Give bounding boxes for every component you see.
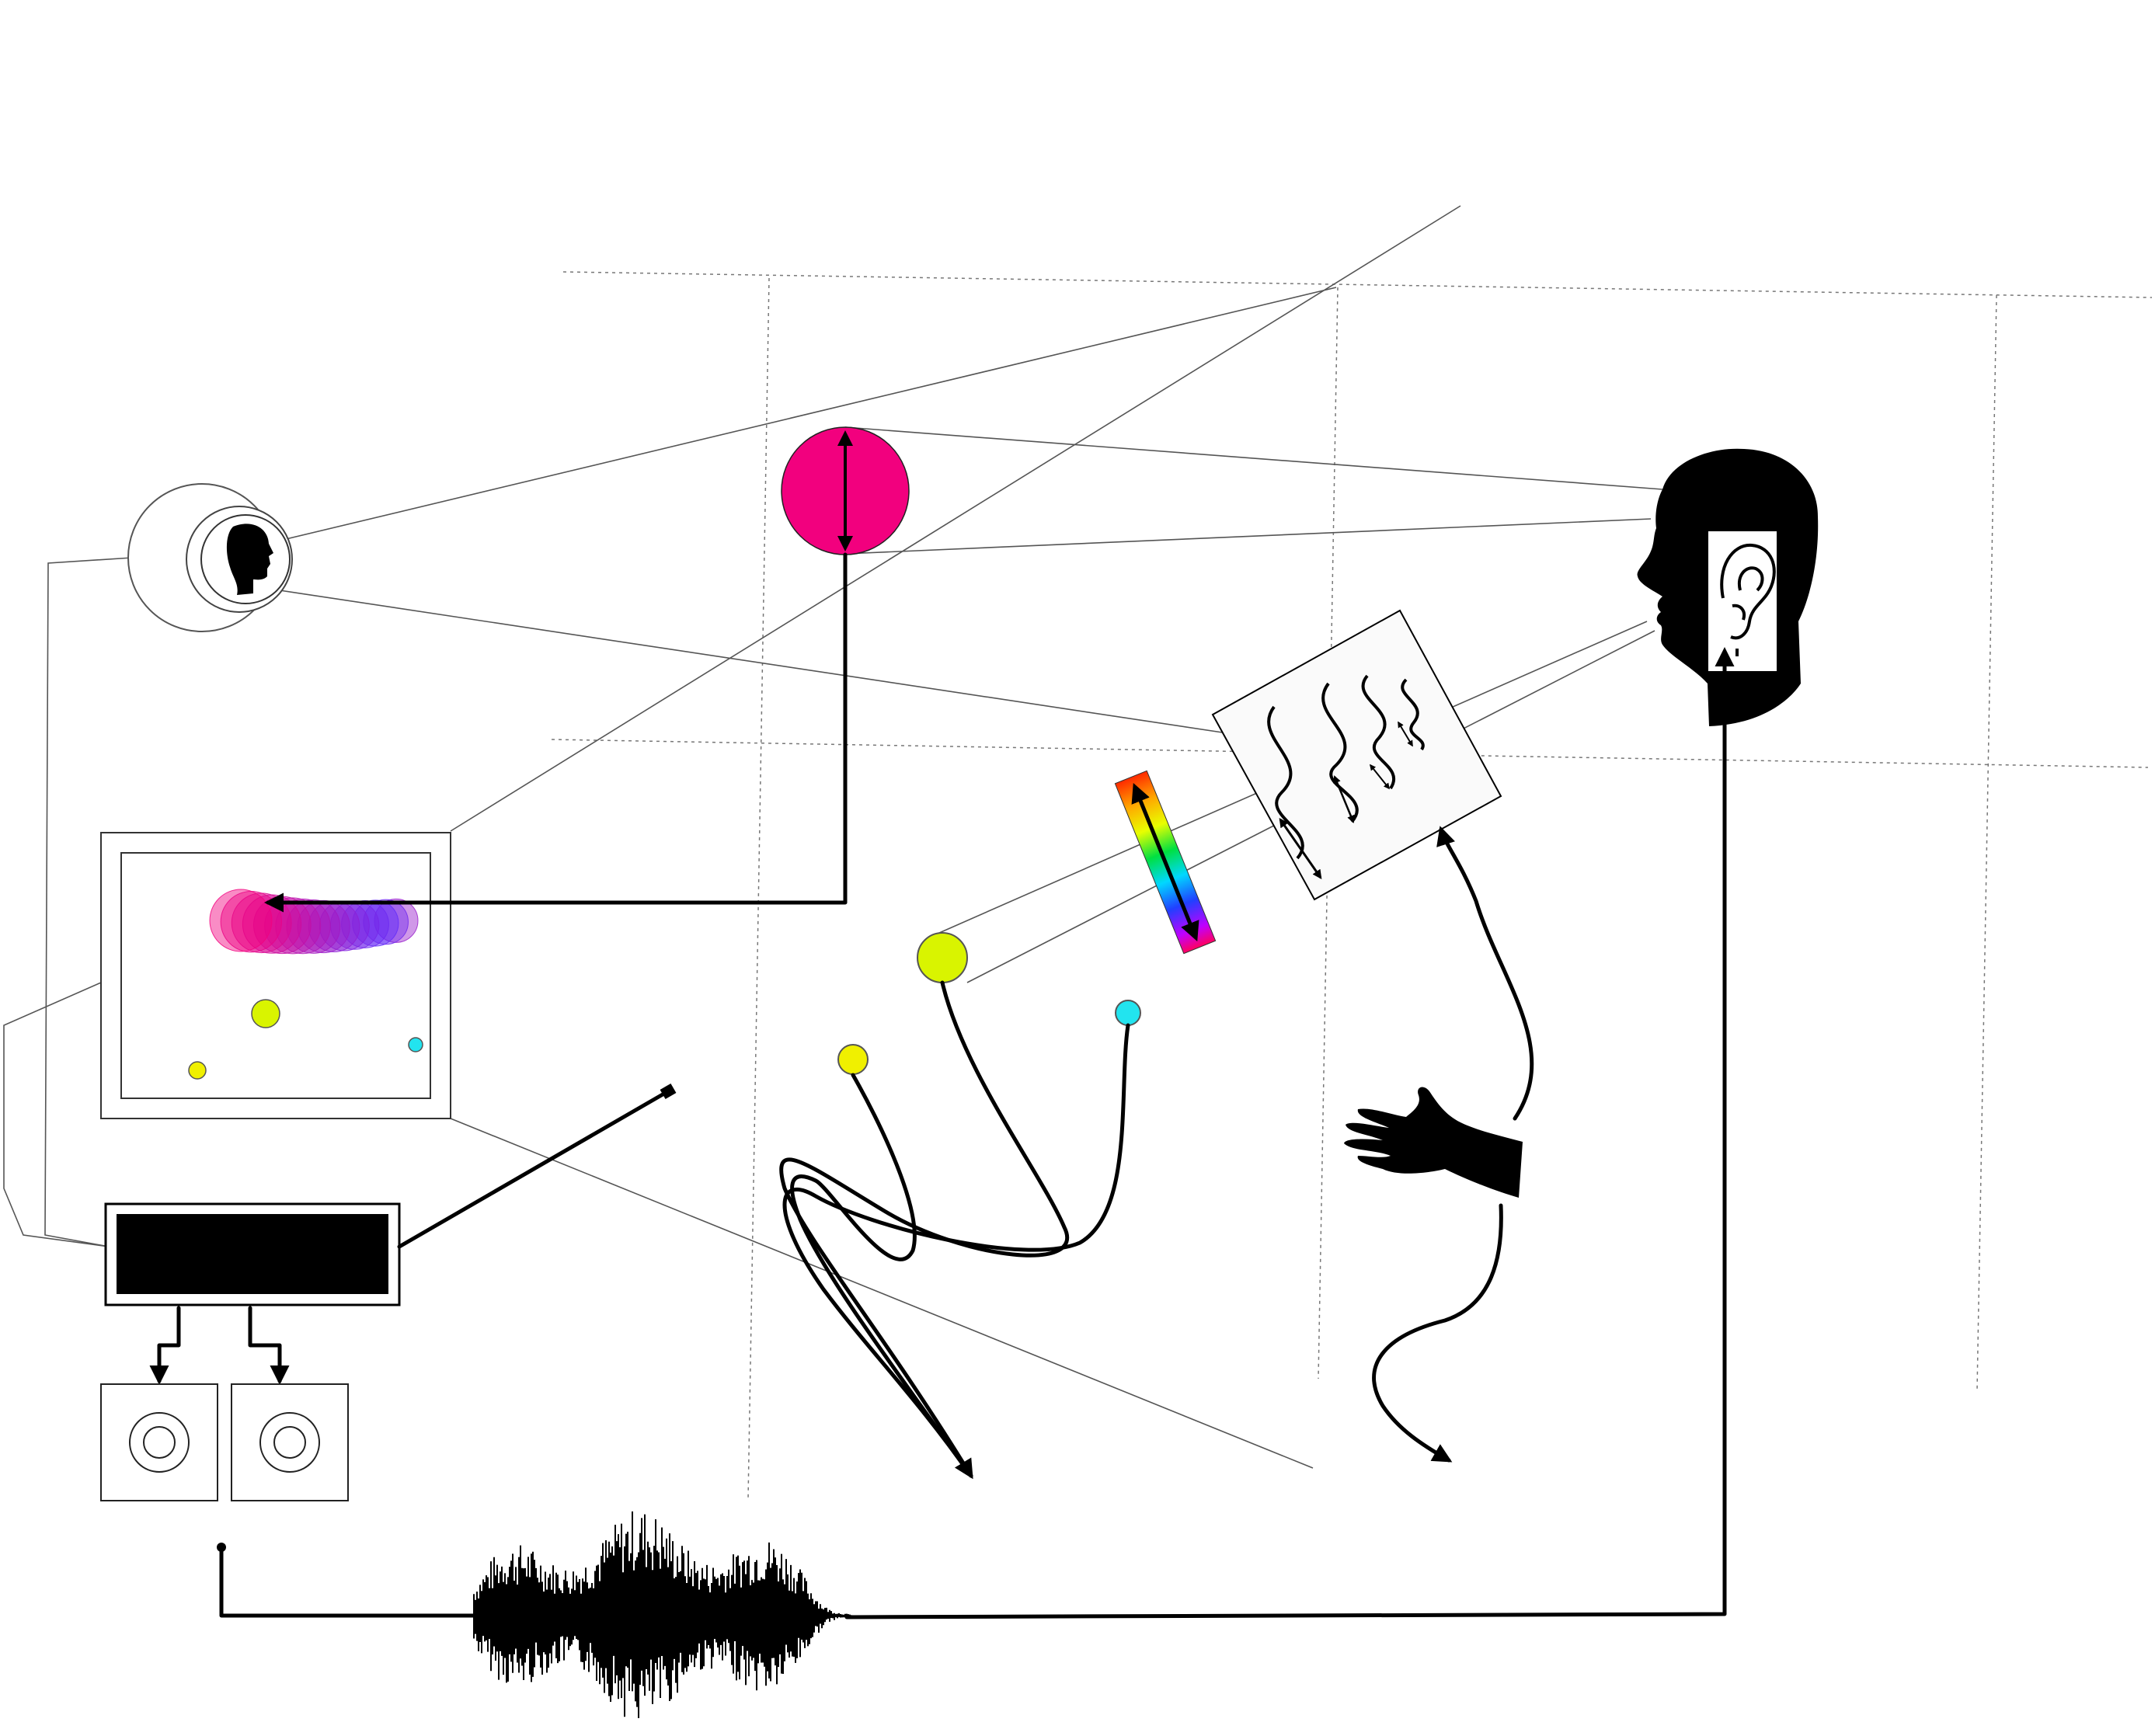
speaker-icon <box>129 1412 190 1473</box>
wave-panel <box>1211 609 1502 901</box>
controller-box <box>104 1083 677 1385</box>
yellow-small-dot <box>837 1044 869 1075</box>
waveform-trace <box>473 1511 854 1718</box>
spectrum-bar-icon <box>1114 770 1217 955</box>
screen-yellow-large-dot <box>251 999 280 1028</box>
trail-circle <box>352 899 399 947</box>
screen-yellow-small-dot <box>188 1061 207 1080</box>
magenta-source <box>781 426 910 555</box>
audio-path <box>217 647 1735 1718</box>
cyan-small-dot <box>1115 1000 1141 1026</box>
hand-icon <box>1344 1087 1523 1198</box>
trail-circle <box>209 889 273 952</box>
speaker-icon <box>259 1412 320 1473</box>
speaker-left <box>100 1383 218 1501</box>
waveform-icon <box>473 1511 854 1718</box>
yellow-beam-source <box>917 932 968 983</box>
ear-icon <box>1720 543 1776 640</box>
screen-cyan-dot <box>408 1037 423 1052</box>
trail-circle <box>374 898 419 943</box>
hand-group <box>1344 826 1534 1463</box>
display-screen <box>100 832 451 1119</box>
gesture-curves <box>779 980 1130 1480</box>
source-to-screen-arrow <box>264 552 848 913</box>
listener-head <box>1637 448 1819 726</box>
speaker-right <box>231 1383 349 1501</box>
viewer-head-icon <box>226 524 273 595</box>
viewer-lens <box>127 483 293 632</box>
